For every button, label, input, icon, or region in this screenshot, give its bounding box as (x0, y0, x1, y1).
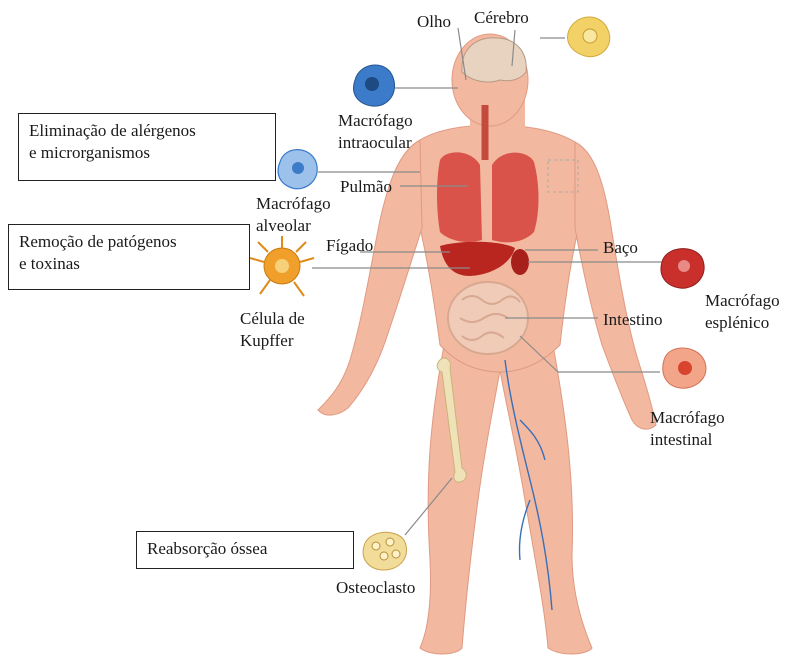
macrophage-splenic-icon (661, 249, 704, 289)
label-esplenico-line2: esplénico (705, 312, 780, 334)
label-intestino: Intestino (603, 310, 663, 330)
label-kupffer-line2: Kupffer (240, 330, 305, 352)
box-bone-resorption: Reabsorção óssea (136, 531, 354, 569)
osteoclast-icon (363, 532, 406, 570)
label-pulmao: Pulmão (340, 177, 392, 197)
lungs-shape (437, 152, 482, 242)
label-osteoclasto: Osteoclasto (336, 578, 415, 598)
label-macrofago-intestinal: Macrófago intestinal (650, 407, 725, 451)
label-intraocular-line1: Macrófago (338, 110, 413, 132)
label-macrofago-esplenico: Macrófago esplénico (705, 290, 780, 334)
box-allergen-elimination: Eliminação de alérgenos e microrganismos (18, 113, 276, 181)
label-alveolar-line1: Macrófago (256, 193, 331, 215)
label-celula-kupffer: Célula de Kupffer (240, 308, 305, 352)
macrophage-intraocular-icon (354, 65, 395, 106)
box-allergen-line2: e microrganismos (29, 142, 265, 164)
label-olho: Olho (417, 12, 451, 32)
spleen-shape (511, 249, 529, 275)
label-baco: Baço (603, 238, 638, 258)
label-intraocular-line2: intraocular (338, 132, 413, 154)
label-macrofago-alveolar: Macrófago alveolar (256, 193, 331, 237)
kupffer-cell-icon (250, 236, 314, 296)
cell-brain-yellow-icon (568, 17, 610, 57)
label-esplenico-line1: Macrófago (705, 290, 780, 312)
macrophage-intestinal-icon (663, 348, 706, 388)
label-alveolar-line2: alveolar (256, 215, 331, 237)
box-allergen-line1: Eliminação de alérgenos (29, 120, 265, 142)
box-pathogen-removal: Remoção de patógenos e toxinas (8, 224, 250, 290)
label-macrofago-intraocular: Macrófago intraocular (338, 110, 413, 154)
label-intestinal-line1: Macrófago (650, 407, 725, 429)
label-cerebro: Cérebro (474, 8, 529, 28)
label-kupffer-line1: Célula de (240, 308, 305, 330)
label-figado: Fígado (326, 236, 373, 256)
box-bone-line1: Reabsorção óssea (147, 538, 343, 560)
box-pathogen-line2: e toxinas (19, 253, 239, 275)
macrophage-alveolar-icon (278, 150, 317, 189)
label-intestinal-line2: intestinal (650, 429, 725, 451)
box-pathogen-line1: Remoção de patógenos (19, 231, 239, 253)
